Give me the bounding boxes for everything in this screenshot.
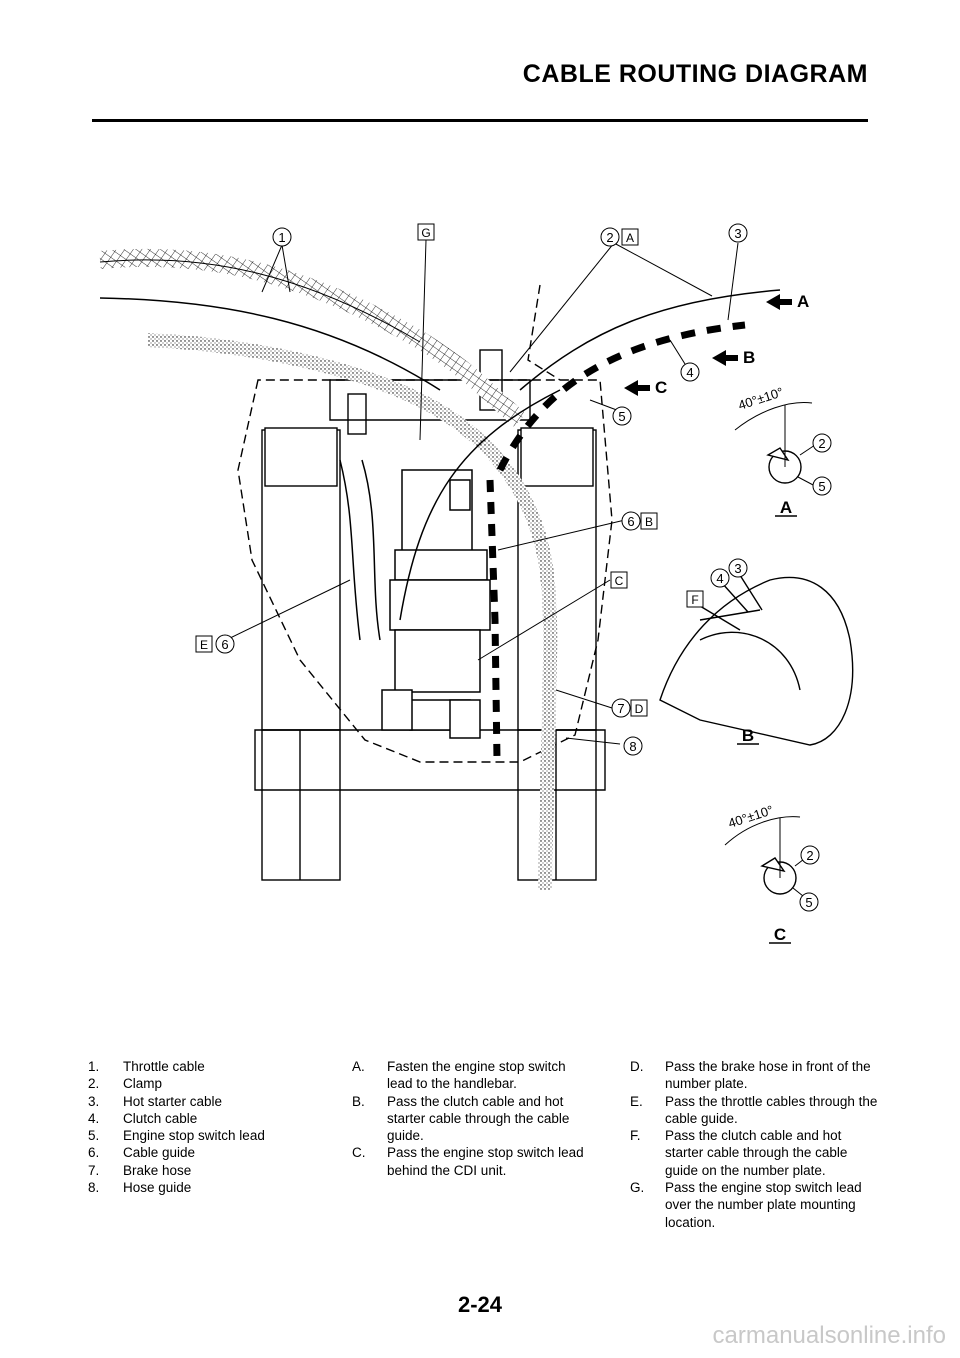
- legend-item: D.Pass the brake hose in front of the nu…: [630, 1059, 871, 1092]
- legend-item: E.Pass the throttle cables through the c…: [630, 1093, 878, 1126]
- letter-d-text: D: [635, 702, 644, 716]
- view-arrow-a-label: A: [797, 292, 809, 311]
- callout-5-text: 5: [618, 409, 625, 424]
- letter-box-e: E: [195, 635, 213, 653]
- page-title: CABLE ROUTING DIAGRAM: [522, 60, 868, 88]
- legend-parts: 1.Throttle cable 2.Clamp 3.Hot starter c…: [88, 1058, 328, 1196]
- callout-2a-text: 2: [818, 436, 825, 451]
- callout-4-top: 4: [680, 362, 700, 382]
- legend-item: 6.Cable guide: [88, 1145, 196, 1161]
- letter-c-text: C: [615, 574, 624, 588]
- callout-6-text: 6: [627, 514, 634, 529]
- view-arrows: [624, 294, 792, 396]
- angle-label-c: 40°±10°: [726, 802, 775, 831]
- callout-8: 8: [623, 736, 643, 756]
- callout-3-view-b: 3: [728, 558, 748, 578]
- callout-1-text: 1: [278, 230, 285, 245]
- callout-3-text: 3: [734, 226, 741, 241]
- legend-item: 5.Engine stop switch lead: [88, 1128, 265, 1144]
- detail-view-b: [659, 571, 854, 746]
- header-rule: [92, 119, 868, 122]
- callout-4b-text: 4: [716, 571, 723, 586]
- letter-box-g: G: [417, 223, 435, 241]
- callout-7-text: 7: [617, 701, 624, 716]
- detail-view-a: [734, 401, 816, 517]
- letter-box-f: F: [686, 590, 704, 608]
- callout-5c-text: 5: [805, 895, 812, 910]
- callout-1: 1: [272, 227, 292, 247]
- legend-item: G.Pass the engine stop switch lead over …: [630, 1180, 862, 1230]
- legend-item: 7.Brake hose: [88, 1162, 192, 1178]
- legend-item: 3.Hot starter cable: [88, 1093, 223, 1109]
- callout-7: 7: [611, 698, 631, 718]
- cable-routing-diagram: 1 2 3 4 5 6 6 7 8 2 5 4: [99, 223, 854, 944]
- front-fork: [254, 349, 606, 881]
- legend-item: 1.Throttle cable: [88, 1059, 205, 1074]
- legend-instructions-a: A.Fasten the engine stop switch lead to …: [352, 1058, 592, 1179]
- letter-box-a: A: [621, 228, 639, 246]
- handlebar-and-cables: [99, 248, 781, 891]
- letter-box-b: B: [640, 512, 658, 530]
- callout-2-view-c: 2: [800, 845, 820, 865]
- letter-e-text: E: [200, 638, 208, 652]
- letter-box-d: D: [630, 699, 648, 717]
- cdi-unit: [381, 469, 491, 739]
- legend-item: C.Pass the engine stop switch lead behin…: [352, 1145, 584, 1178]
- watermark: carmanualsonline.info: [712, 1322, 946, 1349]
- legend-instructions-b: D.Pass the brake hose in front of the nu…: [630, 1058, 880, 1231]
- callout-5-top: 5: [612, 406, 632, 426]
- callout-4-text: 4: [686, 365, 693, 380]
- callout-8-text: 8: [629, 739, 636, 754]
- view-arrow-c-label: C: [655, 378, 667, 397]
- number-plate-outline: [237, 284, 613, 763]
- callout-2-top: 2: [600, 227, 620, 247]
- callout-6-right: 6: [621, 511, 641, 531]
- detail-view-c: [724, 816, 809, 944]
- callout-5a-text: 5: [818, 479, 825, 494]
- letter-box-c: C: [610, 571, 628, 589]
- letter-a-text: A: [626, 231, 634, 245]
- callout-3-top: 3: [728, 223, 748, 243]
- callout-2-text: 2: [606, 230, 613, 245]
- callout-5-view-c: 5: [799, 892, 819, 912]
- page-number: 2-24: [457, 1292, 503, 1317]
- legend-item: B.Pass the clutch cable and hot starter …: [352, 1093, 570, 1144]
- legend-item: 4.Clutch cable: [88, 1110, 198, 1126]
- detail-b-title: B: [742, 726, 754, 745]
- detail-a-title: A: [780, 498, 792, 517]
- leader-lines: [225, 239, 739, 745]
- legend-item: F.Pass the clutch cable and hot starter …: [630, 1128, 848, 1178]
- legend-item: 2.Clamp: [88, 1076, 163, 1092]
- callout-5-view-a: 5: [812, 476, 832, 496]
- letter-g-text: G: [421, 226, 430, 240]
- callout-3b-text: 3: [734, 561, 741, 576]
- view-arrow-b-label: B: [743, 348, 755, 367]
- angle-label-a: 40°±10°: [736, 384, 785, 413]
- legend-item: 8.Hose guide: [88, 1180, 192, 1196]
- letter-b-text: B: [645, 515, 653, 529]
- legend-item: A.Fasten the engine stop switch lead to …: [352, 1059, 566, 1092]
- letter-f-text: F: [691, 593, 698, 607]
- detail-c-title: C: [774, 925, 786, 944]
- callout-6b-text: 6: [221, 637, 228, 652]
- callout-2-view-a: 2: [812, 433, 832, 453]
- callout-4-view-b: 4: [710, 568, 730, 588]
- callout-2c-text: 2: [806, 848, 813, 863]
- callout-6-left: 6: [215, 634, 235, 654]
